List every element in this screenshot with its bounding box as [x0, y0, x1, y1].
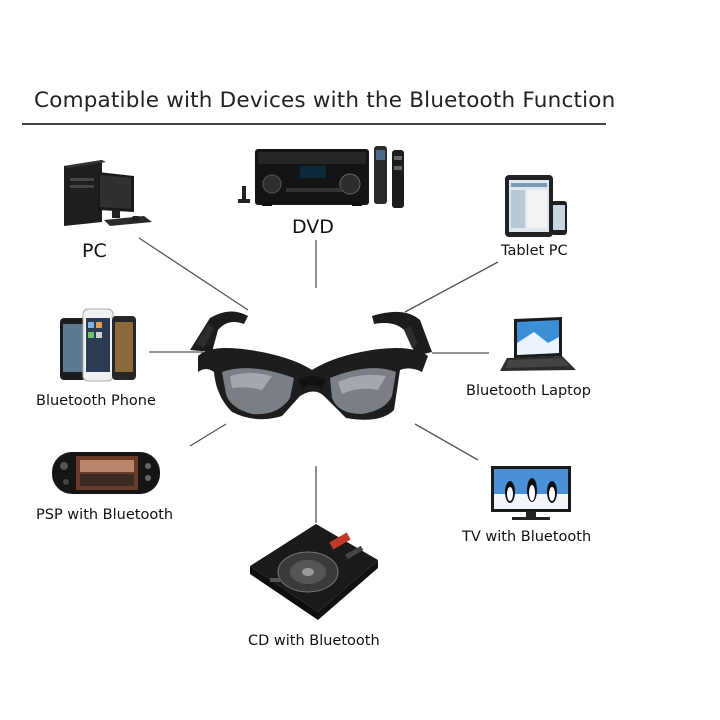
- bluetooth-sunglasses-icon: [190, 311, 432, 420]
- connector-pc: [138, 237, 249, 311]
- device-label-phone: Bluetooth Phone: [36, 393, 156, 409]
- device-label-dvd: DVD: [292, 216, 334, 238]
- laptop-icon: [500, 317, 576, 371]
- tablet-icon: [505, 175, 567, 237]
- page-title: Compatible with Devices with the Bluetoo…: [34, 88, 616, 113]
- title-divider: [22, 123, 606, 125]
- device-label-cd: CD with Bluetooth: [248, 633, 380, 649]
- cd-player-icon: [250, 524, 378, 620]
- desktop-computer-icon: [64, 160, 152, 226]
- television-icon: [491, 466, 571, 520]
- connector-tv: [414, 423, 479, 461]
- device-label-pc: PC: [82, 240, 107, 262]
- connector-lines: [138, 237, 499, 523]
- av-receiver-icon: [238, 146, 404, 208]
- smartphones-icon: [60, 308, 136, 382]
- device-label-laptop: Bluetooth Laptop: [466, 383, 591, 399]
- device-label-tv: TV with Bluetooth: [462, 529, 592, 545]
- device-label-tablet: Tablet PC: [501, 243, 568, 259]
- connector-psp: [189, 423, 227, 447]
- device-label-psp: PSP with Bluetooth: [36, 507, 174, 523]
- handheld-console-icon: [52, 452, 160, 494]
- connector-tablet: [404, 261, 499, 313]
